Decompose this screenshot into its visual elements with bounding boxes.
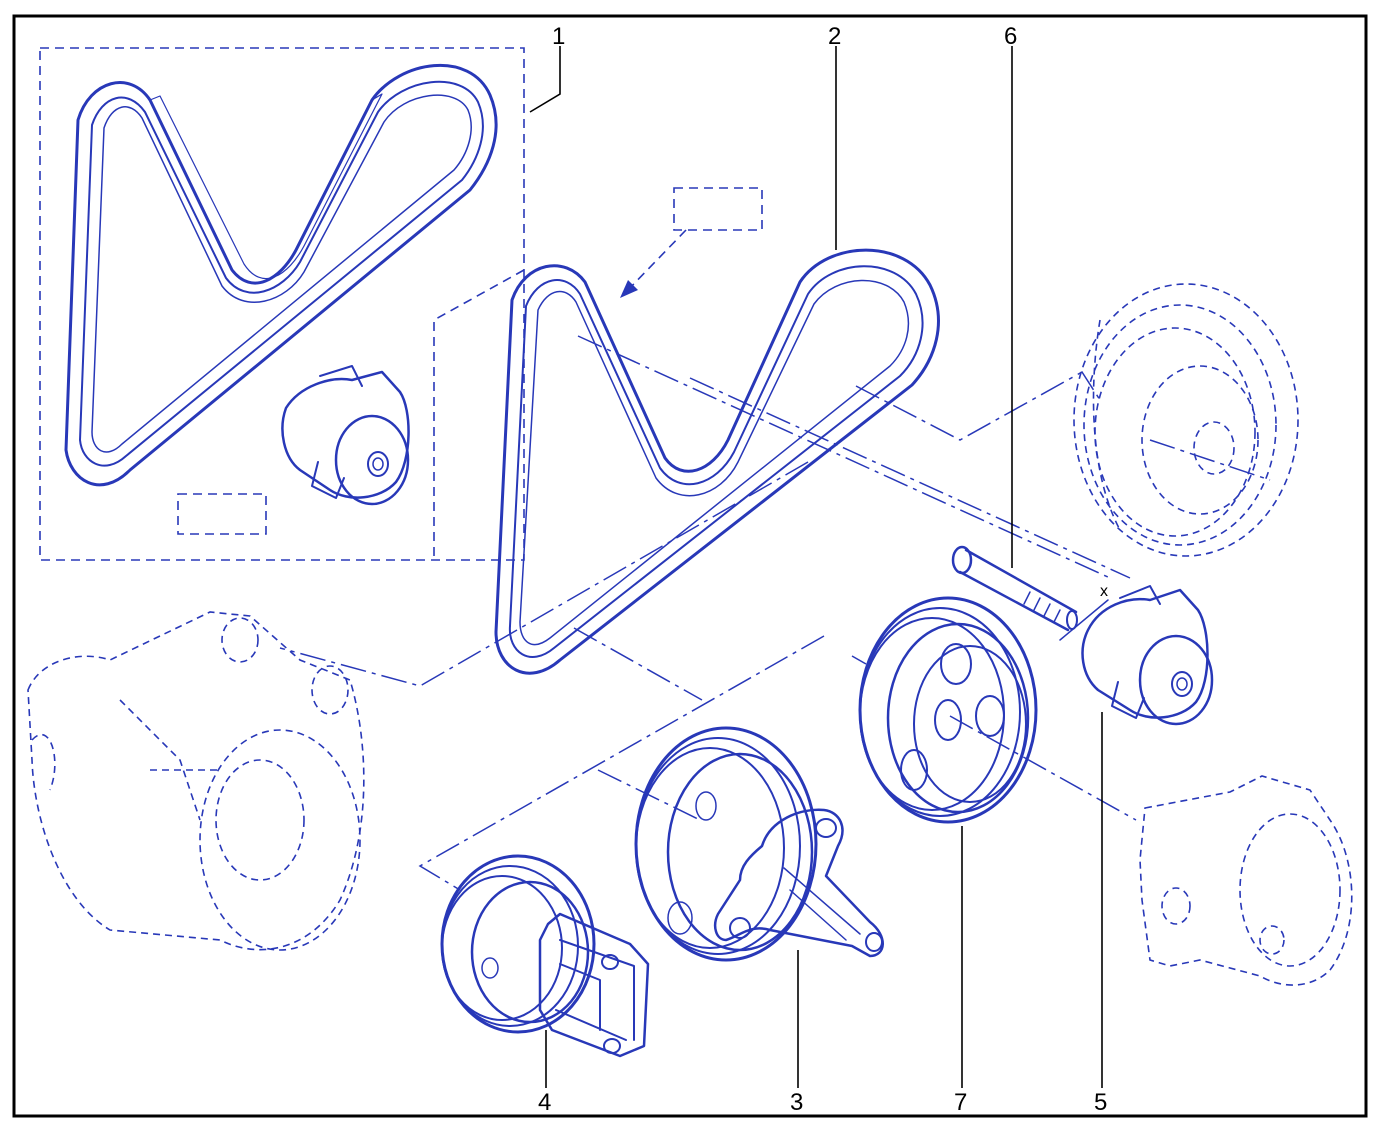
callout-6[interactable]: 6: [1004, 23, 1017, 568]
callout-1[interactable]: 1: [529, 23, 565, 113]
accessory-pulley-with-bracket: [440, 854, 650, 1058]
tensioner-bolt: [951, 545, 1078, 632]
callout-7[interactable]: 7: [954, 826, 967, 1116]
belt-reference-arrowhead: [620, 280, 638, 298]
belt-reference-arrow-line: [625, 229, 687, 293]
callouts: 1 2 6 4 3 7 5: [529, 23, 1107, 1116]
callout-3[interactable]: 3: [790, 950, 803, 1116]
callout-4-label: 4: [538, 1089, 551, 1116]
power-steering-pump-phantom: [1139, 775, 1353, 986]
alternator-phantom: [27, 611, 365, 951]
dimension-x-label: x: [1100, 583, 1108, 600]
crankshaft-pulley-phantom: [1073, 283, 1299, 557]
water-pump-pulley: [634, 726, 884, 962]
callout-3-label: 3: [790, 1089, 803, 1116]
callout-7-label: 7: [954, 1089, 967, 1116]
kit-belt: [64, 63, 498, 487]
kit-reference-box: [177, 493, 267, 535]
callout-6-label: 6: [1004, 23, 1017, 50]
line-art: x: [27, 47, 1353, 1058]
belt-reference-box: [673, 187, 763, 231]
assembly-centerlines: [279, 335, 1271, 891]
callout-1-label: 1: [552, 23, 565, 50]
kit-box-connector: [433, 269, 525, 560]
dimension-x: x: [1059, 583, 1109, 641]
callout-2-label: 2: [828, 23, 841, 50]
callout-2[interactable]: 2: [828, 23, 841, 250]
callout-5-label: 5: [1094, 1089, 1107, 1116]
kit-tensioner: [281, 365, 410, 506]
kit-dashed-box: [39, 47, 525, 561]
idler-pulley: [858, 596, 1038, 824]
callout-4[interactable]: 4: [538, 1030, 551, 1116]
callout-5[interactable]: 5: [1094, 712, 1107, 1116]
belt-tensioner: [1081, 585, 1214, 726]
drawing-border: [12, 14, 1368, 1118]
main-belt: [494, 248, 940, 675]
